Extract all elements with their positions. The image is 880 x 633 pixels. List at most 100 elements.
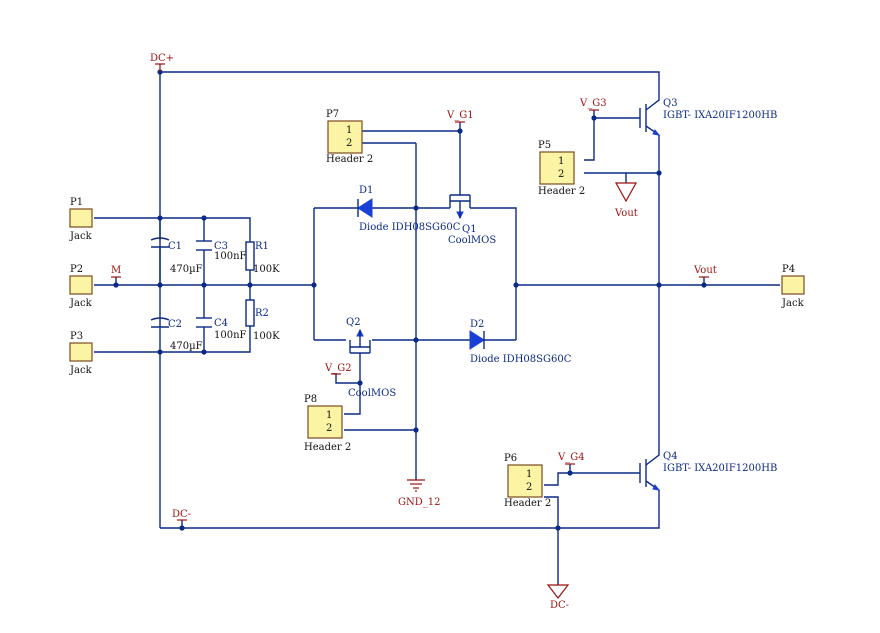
p7-pin1: 1 — [346, 125, 352, 136]
p1-ref: P1 — [70, 197, 83, 208]
p8-ref: P8 — [304, 394, 317, 405]
p5-pin1: 1 — [558, 156, 564, 167]
connector-p5[interactable]: 1 2 P5 Header 2 — [538, 140, 585, 197]
d1-value: Diode IDH08SG60C — [359, 222, 461, 233]
r1-value: 100K — [253, 264, 280, 275]
capacitor-c4[interactable]: C4 100nF — [196, 317, 247, 341]
q1-value: CoolMOS — [448, 235, 496, 246]
header-body — [507, 464, 543, 498]
gnd12-label: GND_12 — [398, 497, 440, 508]
c2-value: 470µF — [170, 341, 203, 352]
p6-pin1: 1 — [526, 469, 532, 480]
power-port-dc-plus: DC+ — [150, 53, 174, 72]
junctions — [113, 69, 707, 531]
ground-gnd12: GND_12 — [398, 479, 440, 508]
resistor-r1[interactable]: R1 100K — [245, 241, 280, 275]
c1-value: 470µF — [170, 264, 203, 275]
vg1-label: V_G1 — [446, 110, 474, 121]
connector-p3[interactable]: P3 Jack — [69, 331, 93, 376]
q2-ref: Q2 — [346, 317, 361, 328]
jack-body — [69, 342, 93, 362]
dc-minus-label: DC- — [172, 509, 191, 520]
connector-p2[interactable]: P2 Jack — [69, 264, 93, 309]
jack-body — [69, 275, 93, 295]
power-port-vg3: V_G3 — [579, 98, 607, 111]
diode-d2[interactable]: D2 Diode IDH08SG60C — [469, 319, 572, 365]
q3-ref: Q3 — [663, 98, 678, 109]
connector-p1[interactable]: P1 Jack — [69, 197, 93, 242]
net-label-m: M — [111, 265, 121, 278]
vout-gnd-label: Vout — [614, 208, 638, 219]
capacitor-c3[interactable]: C3 100nF — [196, 240, 247, 262]
p7-pin2: 2 — [346, 138, 352, 149]
q1-ref: Q1 — [462, 224, 477, 235]
vg4-label: V_G4 — [557, 452, 585, 463]
r1-ref: R1 — [255, 241, 269, 252]
jack-body — [69, 208, 93, 228]
p7-type: Header 2 — [326, 154, 373, 165]
net-label-vout: Vout — [693, 265, 717, 278]
q3-value: IGBT- IXA20IF1200HB — [663, 110, 777, 121]
vg3-label: V_G3 — [579, 98, 607, 109]
c1-ref: C1 — [168, 241, 182, 252]
header-body — [327, 120, 363, 154]
resistor-r2[interactable]: R2 100K — [245, 299, 280, 342]
m-label: M — [111, 265, 121, 276]
capacitor-c1[interactable]: C1 470µF — [150, 218, 203, 285]
r2-value: 100K — [253, 331, 280, 342]
p8-type: Header 2 — [304, 442, 351, 453]
power-port-vg4: V_G4 — [557, 452, 585, 465]
p1-type: Jack — [69, 231, 93, 242]
d2-ref: D2 — [470, 319, 484, 330]
power-port-vg2: V_G2 — [324, 363, 352, 375]
header-body — [539, 151, 575, 185]
mosfet-q2[interactable]: Q2 CoolMOS — [346, 317, 396, 399]
r2-ref: R2 — [255, 308, 269, 319]
connector-p7[interactable]: 1 2 P7 Header 2 — [326, 109, 373, 165]
jack-body — [781, 275, 805, 295]
d2-value: Diode IDH08SG60C — [470, 354, 572, 365]
connector-p4[interactable]: P4 Jack — [781, 264, 805, 309]
ground-vout: Vout — [614, 182, 638, 219]
vg2-label: V_G2 — [324, 363, 352, 374]
d1-ref: D1 — [359, 185, 373, 196]
p5-ref: P5 — [538, 140, 551, 151]
wires — [94, 71, 780, 585]
dc-plus-label: DC+ — [150, 53, 174, 64]
c3-value: 100nF — [214, 251, 247, 262]
power-port-dc-minus: DC- — [172, 509, 191, 521]
p3-ref: P3 — [70, 331, 83, 342]
header-body — [307, 405, 343, 439]
c4-ref: C4 — [214, 318, 228, 329]
c2-ref: C2 — [168, 319, 182, 330]
p8-pin2: 2 — [326, 423, 332, 434]
q4-ref: Q4 — [663, 451, 678, 462]
q4-value: IGBT- IXA20IF1200HB — [663, 463, 777, 474]
p5-type: Header 2 — [538, 186, 585, 197]
igbt-q4[interactable]: Q4 IGBT- IXA20IF1200HB — [639, 450, 777, 491]
diode-d1[interactable]: D1 Diode IDH08SG60C — [357, 185, 461, 233]
q2-value: CoolMOS — [348, 388, 396, 399]
vout-net-label: Vout — [693, 265, 717, 276]
p8-pin1: 1 — [326, 410, 332, 421]
connector-p8[interactable]: 1 2 P8 Header 2 — [304, 394, 351, 453]
p6-pin2: 2 — [526, 482, 532, 493]
p5-pin2: 2 — [558, 169, 564, 180]
p4-type: Jack — [781, 298, 805, 309]
dc-minus-gnd-label: DC- — [550, 600, 569, 611]
p4-ref: P4 — [782, 264, 795, 275]
p2-type: Jack — [69, 298, 93, 309]
capacitor-c2[interactable]: C2 470µF — [150, 317, 203, 352]
mosfet-q1[interactable]: Q1 CoolMOS — [448, 190, 496, 246]
p6-ref: P6 — [504, 453, 517, 464]
connector-p6[interactable]: 1 2 P6 Header 2 — [504, 453, 551, 509]
c3-ref: C3 — [214, 241, 228, 252]
c4-value: 100nF — [214, 330, 247, 341]
p2-ref: P2 — [70, 264, 83, 275]
ground-dc-minus: DC- — [546, 584, 570, 611]
igbt-q3[interactable]: Q3 IGBT- IXA20IF1200HB — [639, 95, 777, 136]
p6-type: Header 2 — [504, 498, 551, 509]
p3-type: Jack — [69, 365, 93, 376]
power-port-vg1: V_G1 — [446, 110, 474, 123]
